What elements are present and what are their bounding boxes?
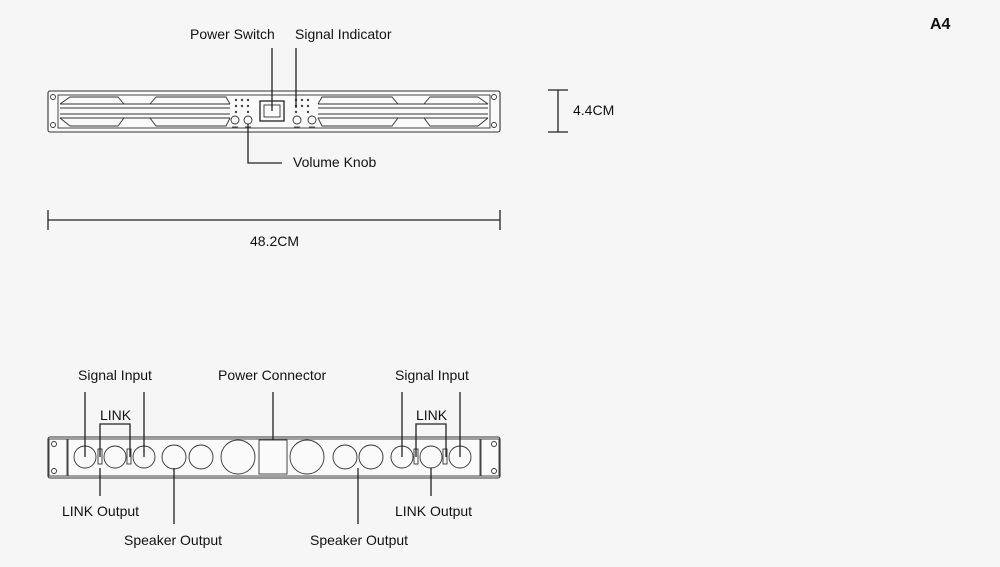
link-right-leader bbox=[415, 423, 447, 457]
width-dimension bbox=[47, 210, 501, 230]
speaker-output-left-label: Speaker Output bbox=[124, 532, 222, 548]
height-label: 4.4CM bbox=[573, 102, 614, 118]
left-indicator-dots bbox=[234, 98, 250, 114]
power-switch-label: Power Switch bbox=[190, 26, 275, 42]
fan-vent bbox=[220, 439, 256, 475]
rack-hole bbox=[51, 468, 57, 474]
left-grille bbox=[59, 96, 231, 127]
rack-hole bbox=[491, 441, 497, 447]
speaker-output-connector bbox=[332, 444, 358, 470]
page-tag: A4 bbox=[930, 16, 951, 33]
volume-knob-label: Volume Knob bbox=[293, 154, 376, 170]
rear-panel-inner bbox=[67, 438, 481, 477]
front-panel bbox=[47, 90, 501, 133]
rack-hole bbox=[491, 94, 497, 100]
fan-vent bbox=[289, 439, 325, 475]
right-grille bbox=[317, 96, 489, 127]
link-left-leader bbox=[99, 423, 131, 457]
speaker-output-connector bbox=[358, 444, 384, 470]
rear-panel-body bbox=[47, 436, 501, 479]
width-label: 48.2CM bbox=[250, 233, 299, 249]
rack-hole bbox=[491, 122, 497, 128]
volume-knob bbox=[292, 115, 302, 125]
rear-panel bbox=[47, 436, 501, 479]
rack-hole bbox=[50, 94, 56, 100]
link-right-label: LINK bbox=[416, 407, 448, 423]
volume-knob bbox=[307, 115, 317, 125]
speaker-output-connector bbox=[188, 444, 214, 470]
speaker-output-right-label: Speaker Output bbox=[310, 532, 408, 548]
volume-knob-leader bbox=[247, 124, 282, 164]
link-connector bbox=[103, 445, 127, 469]
signal-input-right-label: Signal Input bbox=[395, 367, 469, 383]
front-panel-body bbox=[47, 90, 501, 133]
power-connector-label: Power Connector bbox=[218, 367, 327, 383]
signal-indicator-label: Signal Indicator bbox=[295, 26, 392, 42]
front-leaders bbox=[247, 48, 297, 164]
rack-hole bbox=[51, 441, 57, 447]
volume-knob bbox=[230, 115, 240, 125]
link-output-right-label: LINK Output bbox=[395, 503, 472, 519]
rack-hole bbox=[491, 468, 497, 474]
link-output-left-label: LINK Output bbox=[62, 503, 139, 519]
rear-leaders bbox=[84, 392, 461, 524]
front-panel-inner bbox=[57, 94, 491, 129]
height-dimension bbox=[548, 89, 568, 133]
rack-hole bbox=[50, 122, 56, 128]
link-left-label: LINK bbox=[100, 407, 132, 423]
signal-input-left-label: Signal Input bbox=[78, 367, 152, 383]
